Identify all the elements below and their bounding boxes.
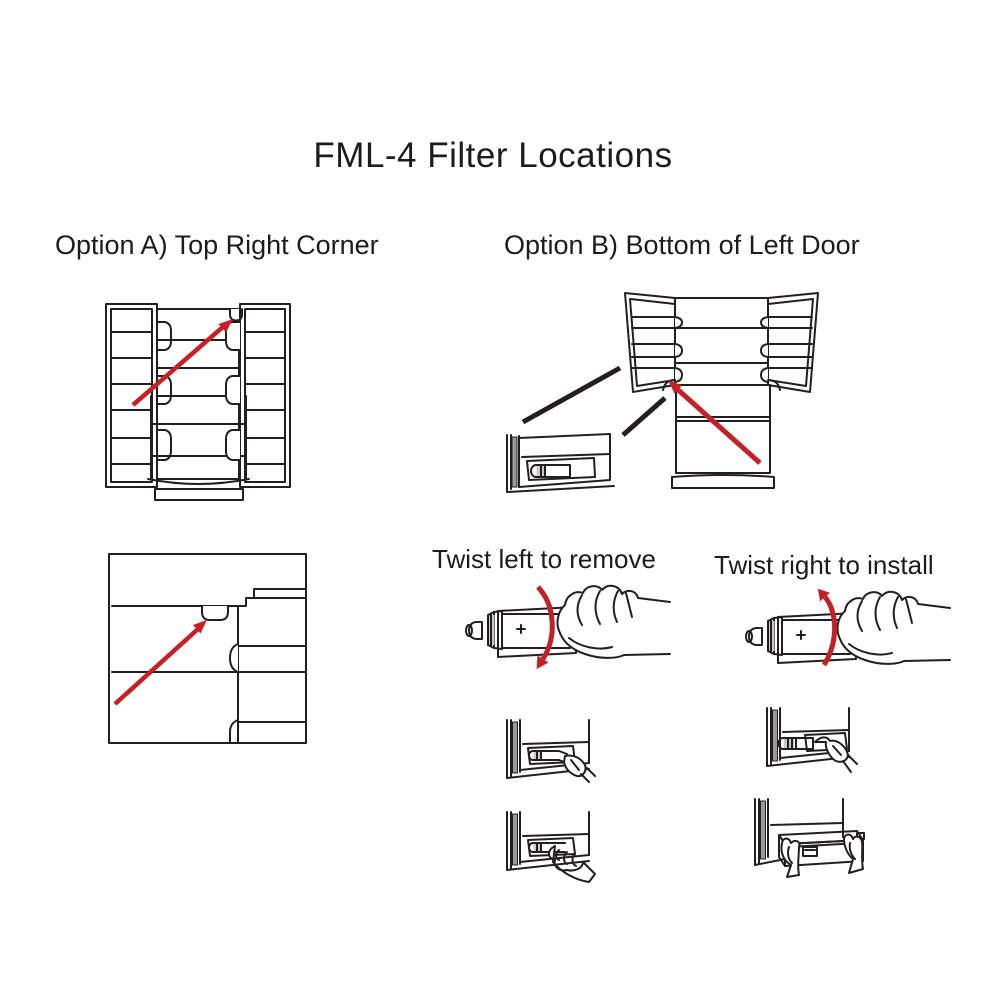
twist-install-label: Twist right to install (714, 550, 934, 580)
twist-left-arrow (536, 585, 555, 670)
fridge-center (671, 297, 775, 489)
hand (836, 590, 951, 665)
red-arrow (668, 380, 762, 465)
door-bottom (754, 798, 844, 866)
filter-cylinder (530, 464, 571, 478)
hand (814, 736, 858, 773)
install-step2-illustration (754, 798, 865, 878)
callout-line-1 (521, 365, 622, 425)
door-bottom (507, 812, 589, 870)
option-a-heading: Option A) Top Right Corner (55, 230, 379, 260)
option-a-closeup-illustration (108, 553, 307, 744)
install-step1-illustration (757, 706, 858, 773)
filter-and-socket (745, 612, 857, 664)
red-arrow (131, 319, 233, 407)
remove-step1-illustration (497, 718, 596, 783)
alignment-mark (796, 630, 806, 640)
red-arrow (113, 620, 207, 706)
hand (548, 845, 596, 883)
remove-step2-illustration (497, 810, 596, 883)
door-gasket (511, 436, 518, 488)
right-door (225, 303, 291, 488)
twist-remove-illustration (465, 584, 671, 670)
callout-line-2 (621, 396, 667, 437)
twist-right-arrow (817, 588, 838, 667)
option-a-fridge-illustration (105, 303, 291, 501)
twist-remove-label: Twist left to remove (432, 544, 656, 574)
right-door (760, 292, 819, 393)
alignment-mark (516, 624, 526, 634)
hand (563, 754, 596, 783)
left-door (624, 292, 683, 393)
twist-install-illustration (745, 588, 951, 667)
closeup-interior (111, 588, 307, 744)
hand (556, 584, 671, 659)
option-b-heading: Option B) Bottom of Left Door (504, 230, 860, 260)
filter-cylinder (777, 737, 814, 750)
right-hand (843, 833, 864, 874)
left-hand (780, 837, 801, 878)
page-title: FML-4 Filter Locations (313, 136, 673, 175)
option-b-fridge-illustration (506, 292, 819, 493)
filter-pocket (804, 732, 848, 752)
door-bottom-inset (506, 433, 615, 493)
filter-location-notch (201, 605, 229, 621)
closeup-border (108, 553, 307, 744)
